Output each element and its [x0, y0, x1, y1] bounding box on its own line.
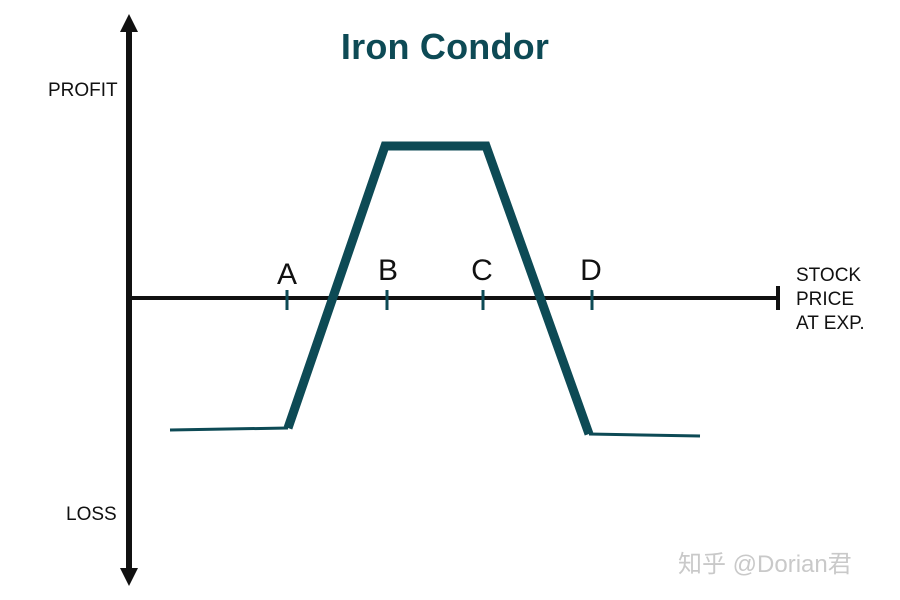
x-axis-label: STOCK PRICE AT EXP. [796, 264, 891, 335]
strike-d-label: D [580, 254, 602, 287]
x-axis-label-line-3: AT EXP. [796, 312, 865, 334]
vertical-axis-down-arrow [120, 568, 138, 586]
diagram-title: Iron Condor [340, 26, 550, 67]
profit-label: PROFIT [48, 80, 118, 101]
x-axis-label-line-2: PRICE [796, 288, 855, 310]
payoff-profit-zone [283, 141, 594, 436]
payoff-left-tail [169, 426, 289, 432]
strike-c-label: C [471, 254, 493, 287]
watermark: 知乎 @Dorian君 [678, 551, 852, 578]
loss-label: LOSS [66, 504, 117, 525]
strike-a-label: A [276, 258, 297, 291]
vertical-axis-up-arrow [120, 14, 138, 32]
payoff-right-tail [588, 432, 701, 438]
x-axis-label-line-1: STOCK [796, 265, 862, 286]
strike-b-label: B [377, 254, 398, 287]
